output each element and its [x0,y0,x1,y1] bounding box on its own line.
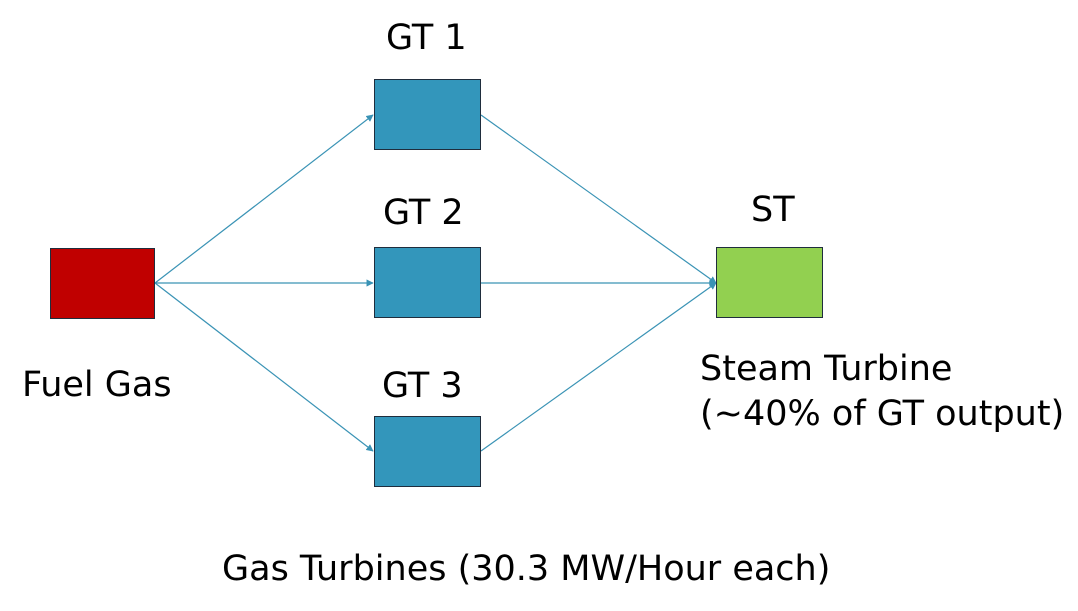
gt2-label: GT 2 [383,193,464,233]
arrow-gt1-to-st [480,114,717,284]
gt1-box [374,79,481,150]
steam-turbine-caption: Steam Turbine [700,349,953,389]
gt3-box [374,416,481,487]
st-label: ST [751,190,795,230]
arrow-fuel-to-gt3 [154,282,374,452]
steam-turbine-output-note: (~40% of GT output) [700,394,1065,434]
gt2-box [374,247,481,318]
st-box [716,247,823,318]
arrow-gt3-to-st [480,282,717,452]
gt3-label: GT 3 [382,366,463,406]
gas-turbines-caption: Gas Turbines (30.3 MW/Hour each) [222,549,831,589]
fuel-gas-label: Fuel Gas [22,365,172,405]
gt1-label: GT 1 [386,18,467,58]
fuel-gas-box [50,248,155,319]
arrow-fuel-to-gt1 [154,114,374,284]
